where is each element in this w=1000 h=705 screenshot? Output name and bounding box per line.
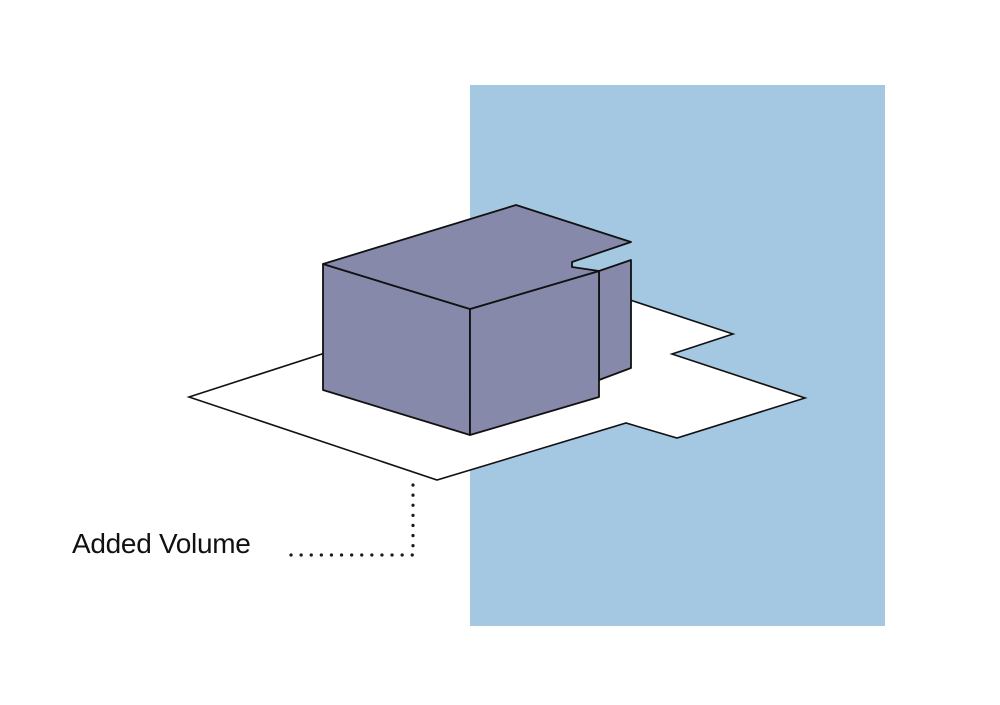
added-volume-label: Added Volume bbox=[72, 528, 251, 559]
leader-line bbox=[286, 483, 415, 557]
volume-top bbox=[322, 204, 632, 310]
volume-side-back bbox=[598, 259, 632, 381]
